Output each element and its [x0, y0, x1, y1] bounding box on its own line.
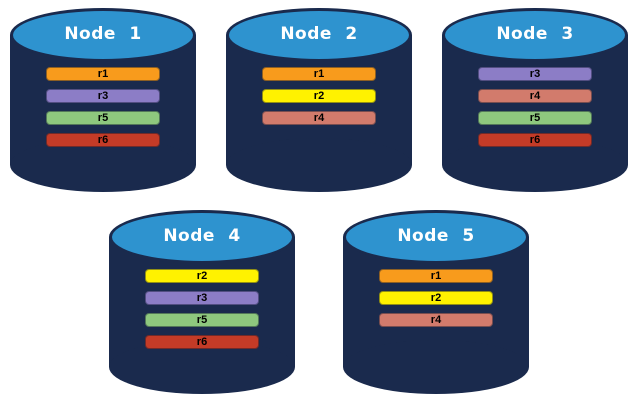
cylinder-bottom-shape [343, 340, 529, 394]
node-label: Node 2 [280, 24, 358, 44]
cylinder-top-ellipse: Node 3 [442, 8, 628, 62]
node-label: Node 3 [496, 24, 574, 44]
cylinder-bottom-shape [10, 138, 196, 192]
replica-list: r1 r2 r4 [262, 67, 376, 125]
replica-bar-r5: r5 [145, 313, 259, 327]
cylinder-top-ellipse: Node 5 [343, 210, 529, 264]
replica-list: r1 r2 r4 [379, 269, 493, 327]
node-label: Node 4 [163, 226, 241, 246]
replica-bar-r1: r1 [262, 67, 376, 81]
replica-bar-r2: r2 [379, 291, 493, 305]
node-label: Node 1 [64, 24, 142, 44]
db-node-cylinder-5: Node 5 r1 r2 r4 [343, 210, 529, 394]
replica-list: r3 r4 r5 r6 [478, 67, 592, 147]
cylinder-top-ellipse: Node 4 [109, 210, 295, 264]
replica-bar-r4: r4 [478, 89, 592, 103]
replica-bar-r3: r3 [46, 89, 160, 103]
cylinder-bottom-shape [109, 340, 295, 394]
replica-bar-r6: r6 [46, 133, 160, 147]
replica-bar-r1: r1 [46, 67, 160, 81]
replica-list: r1 r3 r5 r6 [46, 67, 160, 147]
cylinder-top-ellipse: Node 2 [226, 8, 412, 62]
db-node-cylinder-2: Node 2 r1 r2 r4 [226, 8, 412, 192]
replica-bar-r6: r6 [145, 335, 259, 349]
replica-bar-r3: r3 [145, 291, 259, 305]
db-node-cylinder-3: Node 3 r3 r4 r5 r6 [442, 8, 628, 192]
cylinder-bottom-shape [226, 138, 412, 192]
cylinder-bottom-shape [442, 138, 628, 192]
bottom-row: Node 4 r2 r3 r5 r6 Node 5 r1 r2 r4 [0, 210, 638, 394]
replica-bar-r3: r3 [478, 67, 592, 81]
replica-list: r2 r3 r5 r6 [145, 269, 259, 349]
replica-bar-r1: r1 [379, 269, 493, 283]
node-label: Node 5 [397, 226, 475, 246]
replica-bar-r6: r6 [478, 133, 592, 147]
replica-bar-r4: r4 [379, 313, 493, 327]
replica-bar-r5: r5 [46, 111, 160, 125]
replica-bar-r4: r4 [262, 111, 376, 125]
cylinder-top-ellipse: Node 1 [10, 8, 196, 62]
replica-bar-r2: r2 [262, 89, 376, 103]
db-node-cylinder-4: Node 4 r2 r3 r5 r6 [109, 210, 295, 394]
db-node-cylinder-1: Node 1 r1 r3 r5 r6 [10, 8, 196, 192]
replica-bar-r5: r5 [478, 111, 592, 125]
replica-bar-r2: r2 [145, 269, 259, 283]
